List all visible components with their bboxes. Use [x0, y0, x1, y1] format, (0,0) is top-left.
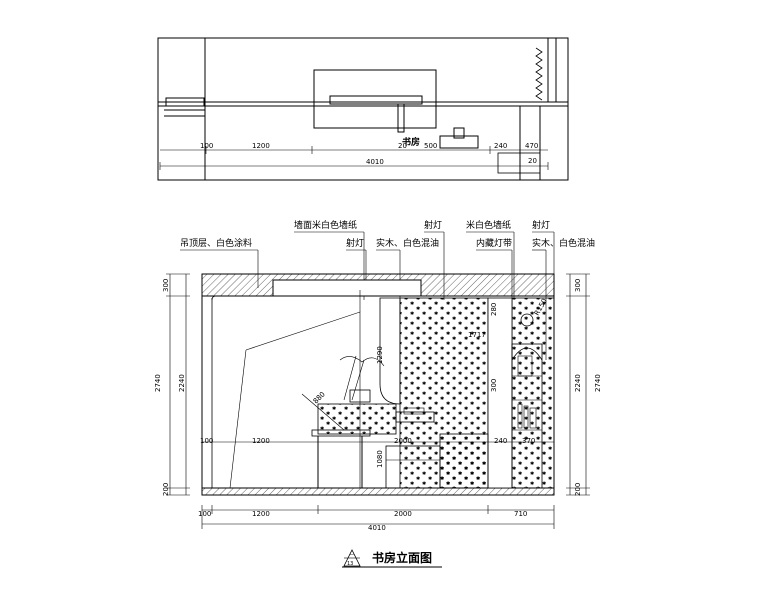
plan-dim-470: 470: [525, 142, 538, 150]
bottom-dim-1200: 1200: [252, 510, 270, 518]
lower-cabinet: [439, 433, 489, 489]
inner-dim-280: 280: [490, 303, 498, 316]
callout-spotlight-1: 射灯: [424, 219, 442, 231]
sheet-number: 13: [347, 561, 353, 567]
callout-led-strip: 内藏灯带: [476, 237, 512, 249]
callout-solid-wood-2: 实木、白色混油: [532, 237, 595, 249]
wallpaper-panel-2: [511, 297, 555, 489]
right-dim-300: 300: [574, 279, 582, 292]
bottom-dim-2000: 2000: [394, 510, 412, 518]
plan-dim-500: 500: [424, 142, 437, 150]
left-dim-200: 200: [162, 483, 170, 496]
inner-dim-100: 100: [200, 437, 213, 445]
plan-dim-4010: 4010: [366, 158, 384, 166]
inner-dim-1200: 1200: [252, 437, 270, 445]
plan-dim-240: 240: [494, 142, 507, 150]
inner-dim-880: 880: [312, 390, 327, 405]
left-dim-2740: 2740: [154, 374, 162, 392]
plan-outline: [157, 37, 569, 181]
bottom-dim-100: 100: [198, 510, 211, 518]
elevation-frame: [201, 273, 555, 496]
bottom-dim-4010: 4010: [368, 524, 386, 532]
inner-dim-1717: 1717: [468, 331, 486, 339]
drawing-title: 书房立面图: [372, 550, 432, 565]
niche-shelf: [511, 343, 543, 489]
desk-front: [317, 403, 397, 435]
left-dim-300: 300: [162, 279, 170, 292]
plan-dim-100: 100: [200, 142, 213, 150]
callout-beige-wallpaper: 米白色墙纸: [466, 219, 511, 231]
callout-spotlight-2: 射灯: [532, 219, 550, 231]
inner-dim-1080: 1080: [376, 450, 384, 468]
inner-dim-240: 240: [494, 437, 507, 445]
plan-lamp: [439, 135, 479, 149]
plan-dim-1200: 1200: [252, 142, 270, 150]
bottom-dim-710: 710: [514, 510, 527, 518]
plan-room-label: 书房: [402, 136, 420, 148]
inner-dim-1290: 1290: [376, 346, 384, 364]
callout-wall-paper: 墙面米白色墙纸: [294, 219, 357, 231]
sheet-top: —: [349, 552, 354, 558]
plan-dim-20b: 20: [528, 157, 537, 165]
inner-dim-300: 300: [490, 379, 498, 392]
floor-plan: [157, 37, 569, 181]
right-dim-2740: 2740: [594, 374, 602, 392]
callout-spotlight-3: 射灯: [346, 237, 364, 249]
dimension-rails: [166, 273, 590, 529]
callout-solid-wood-1: 实木、白色混油: [376, 237, 439, 249]
inner-dim-370: 370: [522, 437, 535, 445]
callout-ceiling: 吊顶层、白色涂料: [180, 237, 252, 249]
inner-dim-2000: 2000: [394, 437, 412, 445]
right-dim-2240: 2240: [574, 374, 582, 392]
right-dim-200: 200: [574, 483, 582, 496]
plan-dim-20: 20: [398, 142, 407, 150]
title-block: — 13 书房立面图: [342, 549, 442, 568]
plan-desk: [313, 69, 437, 129]
left-dim-2240: 2240: [178, 374, 186, 392]
